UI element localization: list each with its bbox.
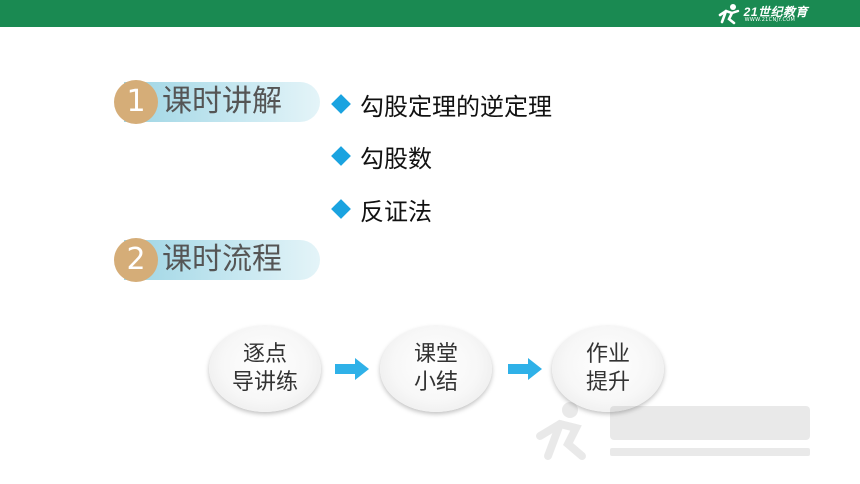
logo-text: 21世纪教育 <box>743 4 808 19</box>
flow-step-homework[interactable]: 作业 提升 <box>552 326 664 412</box>
flow-step-line2: 小结 <box>413 370 458 395</box>
logo-subtext: WWW.21CNJY.COM <box>744 16 796 23</box>
section-title: 课时讲解 <box>162 84 282 119</box>
flow-step-line1: 课堂 <box>413 342 458 367</box>
flow-step-line2: 提升 <box>585 370 630 395</box>
section-title: 课时流程 <box>162 242 282 277</box>
bullet-text: 勾股数 <box>360 144 432 173</box>
flow-step-summary[interactable]: 课堂 小结 <box>380 326 492 412</box>
flow-step-practice[interactable]: 逐点 导讲练 <box>209 326 321 412</box>
flow-step-line1: 逐点 <box>242 342 287 367</box>
arrow-right-icon <box>508 358 542 380</box>
watermark-logo <box>536 402 810 460</box>
bullet-item: 反证法 <box>330 194 432 226</box>
flow-step-line1: 作业 <box>585 342 630 367</box>
arrow-right-icon <box>335 358 369 380</box>
brand-logo: 21世纪教育 WWW.21CNJY.COM <box>716 3 808 25</box>
diamond-bullet-icon <box>331 199 351 219</box>
runner-icon <box>718 4 739 25</box>
top-bar: 21世纪教育 WWW.21CNJY.COM <box>0 0 860 27</box>
section-number: 2 <box>114 238 158 282</box>
bullet-item: 勾股定理的逆定理 <box>330 89 552 121</box>
diamond-bullet-icon <box>331 94 351 114</box>
flow-step-line2: 导讲练 <box>231 370 298 395</box>
section-number: 1 <box>114 80 158 124</box>
diamond-bullet-icon <box>331 146 351 166</box>
bullet-item: 勾股数 <box>330 141 432 173</box>
bullet-text: 反证法 <box>360 197 432 226</box>
bullet-text: 勾股定理的逆定理 <box>360 92 552 121</box>
